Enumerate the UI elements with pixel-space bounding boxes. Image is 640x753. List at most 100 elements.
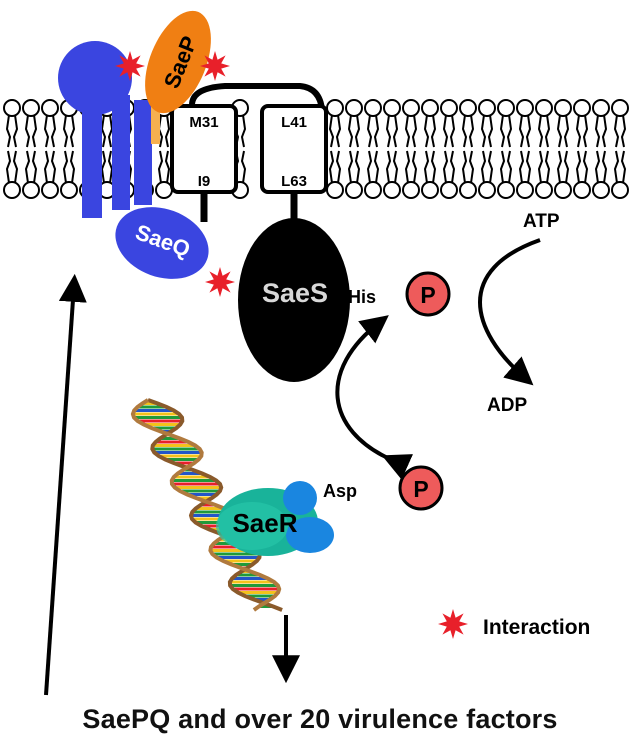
- phosphate-circle-his: [405, 271, 451, 317]
- asp-label: Asp: [323, 481, 357, 501]
- lipid-head: [459, 181, 477, 199]
- lipid-head: [535, 181, 553, 199]
- lipid-head: [440, 181, 458, 199]
- lipid-head: [611, 99, 629, 117]
- lipid-tail: [328, 150, 342, 184]
- lipid-tail: [385, 150, 399, 184]
- lipid-head: [440, 99, 458, 117]
- saeq-cytoplasmic-domain: [115, 207, 209, 279]
- lipid-tail: [480, 114, 494, 148]
- lipid-tail: [404, 114, 418, 148]
- lipid-tail: [24, 114, 38, 148]
- lipid-tail: [575, 150, 589, 184]
- interaction-star-icon: [115, 51, 145, 81]
- lipid-tail: [575, 114, 589, 148]
- saer-highlight: [216, 502, 288, 550]
- lipid-head: [364, 181, 382, 199]
- legend-interaction-label: Interaction: [483, 616, 590, 639]
- lipid-head: [573, 99, 591, 117]
- interaction-star-icon: [438, 609, 468, 639]
- saeq-helix-3: [134, 100, 152, 205]
- lipid-tail: [157, 150, 171, 184]
- lipid-head: [364, 99, 382, 117]
- lipid-tail: [62, 114, 76, 148]
- phosphotransfer-arrow: [335, 315, 414, 480]
- lipid-tail: [366, 114, 380, 148]
- saeq-helix-1: [82, 80, 102, 218]
- phosphate-label-his: P: [420, 282, 435, 308]
- i9-label: I9: [198, 173, 211, 190]
- lipid-tail: [385, 114, 399, 148]
- saep-body: [145, 10, 211, 114]
- lipid-head: [478, 181, 496, 199]
- lipid-tail: [613, 114, 627, 148]
- interaction-star-icon: [438, 609, 468, 639]
- lipid-head: [22, 181, 40, 199]
- lipid-tail: [480, 150, 494, 184]
- lipid-head: [497, 181, 515, 199]
- lipid-tail: [594, 114, 608, 148]
- saep-anchor: [151, 96, 160, 144]
- lipid-head: [459, 99, 477, 117]
- l63-label: L63: [281, 173, 307, 190]
- lipid-tail: [366, 150, 380, 184]
- dna-strand-b: [130, 398, 282, 612]
- lipid-tail: [442, 114, 456, 148]
- lipid-head: [554, 181, 572, 199]
- interaction-stars: [115, 51, 235, 297]
- lipid-tail: [461, 114, 475, 148]
- lipid-tail: [518, 150, 532, 184]
- lipid-tail: [43, 150, 57, 184]
- lipid-tail: [100, 150, 114, 184]
- lipid-head: [421, 181, 439, 199]
- lipid-tail: [24, 150, 38, 184]
- lipid-tail: [5, 150, 19, 184]
- lipid-tail: [5, 114, 19, 148]
- lipid-head: [478, 99, 496, 117]
- m31-label: M31: [189, 114, 218, 131]
- lipid-tail: [442, 150, 456, 184]
- saer-receiver-domain-bottom: [286, 517, 334, 553]
- lipid-head: [516, 181, 534, 199]
- interaction-star-icon: [205, 267, 235, 297]
- lipid-tail: [461, 150, 475, 184]
- lipid-head: [383, 99, 401, 117]
- adp-label: ADP: [487, 395, 527, 416]
- lipid-tail: [499, 150, 513, 184]
- saeq-protein: SaeQ: [58, 41, 209, 279]
- lipid-head: [41, 181, 59, 199]
- lipid-tail: [347, 114, 361, 148]
- lipid-tail: [404, 150, 418, 184]
- lipid-head: [3, 181, 21, 199]
- saep-protein: SaeP: [145, 10, 211, 144]
- lipid-tail: [157, 114, 171, 148]
- phosphate-label-asp: P: [413, 476, 428, 502]
- lipid-head: [402, 99, 420, 117]
- lipid-head: [326, 99, 344, 117]
- interaction-star-icon: [200, 51, 230, 81]
- lipid-head: [573, 181, 591, 199]
- his-label: -His: [342, 287, 376, 307]
- saer-protein: SaeR: [216, 481, 334, 556]
- legend: Interaction: [438, 609, 590, 639]
- lipid-head: [421, 99, 439, 117]
- lipid-tail: [537, 150, 551, 184]
- lipid-head: [554, 99, 572, 117]
- lipid-head: [326, 181, 344, 199]
- lipid-tail: [423, 150, 437, 184]
- lipid-head: [402, 181, 420, 199]
- lipid-tail: [100, 114, 114, 148]
- lipid-tail: [556, 150, 570, 184]
- saes-transmembrane-domain: M31 I9 L41 L63: [170, 83, 328, 222]
- saes-kinase-body: [238, 218, 350, 382]
- lipid-tail: [43, 114, 57, 148]
- l41-label: L41: [281, 114, 307, 131]
- lipid-head: [535, 99, 553, 117]
- lipid-head: [383, 181, 401, 199]
- lipid-head: [60, 181, 78, 199]
- lipid-head: [345, 99, 363, 117]
- lipid-head: [611, 181, 629, 199]
- lipid-head: [592, 181, 610, 199]
- lipid-head: [497, 99, 515, 117]
- lipid-tail: [537, 114, 551, 148]
